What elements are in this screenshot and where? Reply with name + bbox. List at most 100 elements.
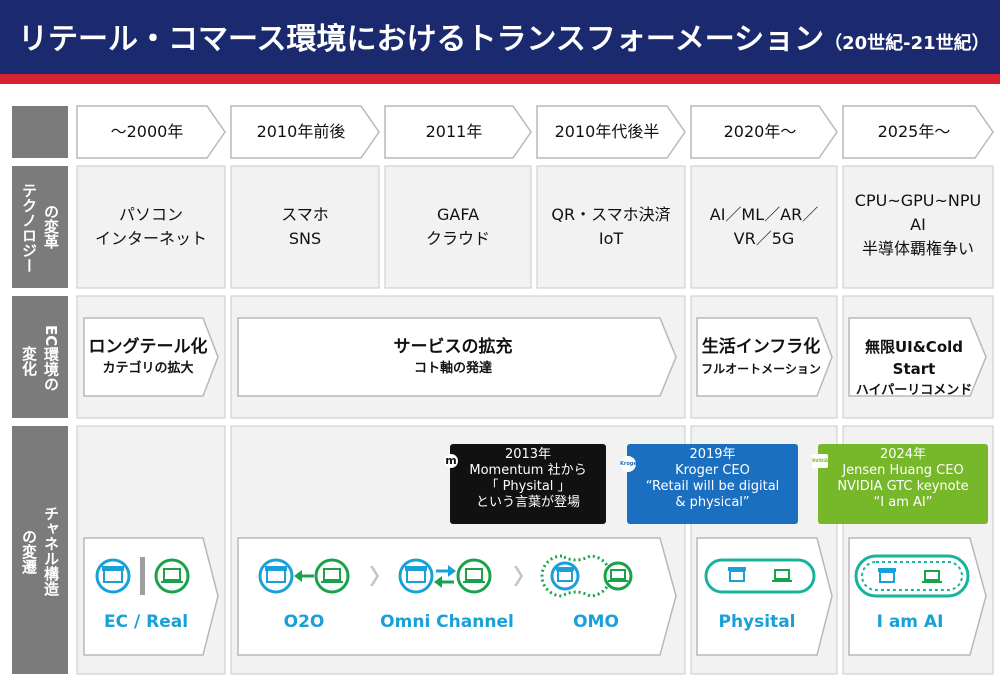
laptop-icon bbox=[924, 570, 940, 581]
period-chevron-6 bbox=[842, 105, 994, 159]
channel-physital: Physital bbox=[718, 612, 796, 632]
tech-1: パソコン インターネット bbox=[77, 203, 225, 251]
callout-kroger-line-1: 2019年 bbox=[689, 447, 736, 462]
row-label-ec-a: EC環境の bbox=[42, 324, 60, 392]
period-chevron-2 bbox=[230, 105, 380, 159]
tech-cell-4 bbox=[536, 165, 686, 289]
ec-arrow-1 bbox=[83, 317, 219, 397]
laptop-icon bbox=[774, 569, 790, 580]
store-icon bbox=[550, 561, 580, 591]
callout-nvidia-line-2: Jensen Huang CEO bbox=[842, 463, 964, 478]
row-label-ec-b: 変化 bbox=[20, 346, 38, 376]
tech-cell-5 bbox=[690, 165, 838, 289]
period-chevron-3 bbox=[384, 105, 532, 159]
callout-nvidia-line-3: NVIDIA GTC keynote bbox=[837, 479, 969, 494]
ec-change-3-main: 生活インフラ化 bbox=[701, 337, 821, 357]
tech-2: スマホ SNS bbox=[231, 203, 379, 251]
callout-momentum: m 2013年 Momentum 社から 「 Physital 」 という言葉が… bbox=[444, 444, 606, 524]
period-2: 2010年前後 bbox=[256, 122, 346, 141]
ec-real-icons bbox=[95, 557, 190, 595]
tech-5: AI／ML／AR／ VR／5G bbox=[691, 203, 837, 251]
tech-cell-3 bbox=[384, 165, 532, 289]
ec-change-4-main: 無限UI&Cold Start bbox=[864, 338, 964, 378]
kroger-logo: Kroger bbox=[620, 456, 636, 472]
callout-kroger-line-4: & physical” bbox=[675, 495, 750, 510]
stage-chevron-2 bbox=[514, 566, 523, 586]
title-stripe bbox=[0, 74, 1000, 84]
laptop-icon bbox=[603, 561, 633, 591]
ch-arrow-2 bbox=[237, 537, 677, 656]
page-title: リテール・コマース環境におけるトランスフォーメーション（20世紀-21世紀） bbox=[18, 14, 990, 58]
tech-6-line-3: 半導体覇権争い bbox=[861, 239, 974, 258]
period-3: 2011年 bbox=[425, 122, 483, 141]
tech-3: GAFA クラウド bbox=[385, 203, 531, 251]
title-main: リテール・コマース環境におけるトランスフォーメーション bbox=[18, 22, 825, 57]
tech-4: QR・スマホ決済 IoT bbox=[537, 203, 685, 251]
ec-change-1-main: ロングテール化 bbox=[88, 337, 208, 357]
channel-omo: OMO bbox=[573, 612, 619, 632]
callout-nvidia-line-4: “I am AI” bbox=[873, 495, 933, 510]
tech-cells bbox=[76, 165, 994, 289]
tech-5-line-2: VR／5G bbox=[733, 229, 795, 248]
laptop-icon bbox=[314, 558, 350, 594]
nvidia-logo: NVIDIA bbox=[812, 454, 828, 468]
title-bar: リテール・コマース環境におけるトランスフォーメーション（20世紀-21世紀） bbox=[0, 0, 1000, 74]
row-label-ec: EC環境の 変化 bbox=[12, 296, 68, 418]
period-4: 2010年代後半 bbox=[554, 122, 660, 141]
channel-i-am-ai: I am AI bbox=[876, 612, 944, 632]
row-label-channel: チャネル構造 の変遷 bbox=[12, 426, 68, 674]
row-label-ch-a: チャネル構造 bbox=[42, 506, 60, 596]
o2o-icons bbox=[258, 558, 350, 594]
callout-kroger-line-2: Kroger CEO bbox=[675, 463, 750, 478]
title-subtitle: （20世紀-21世紀） bbox=[824, 33, 990, 54]
ec-change-3-sub: フルオートメーション bbox=[701, 362, 821, 376]
period-chevron-4 bbox=[536, 105, 686, 159]
tech-1-line-2: インターネット bbox=[94, 229, 207, 248]
row-label-tech-b: の変革 bbox=[42, 203, 60, 249]
period-chevron-1 bbox=[76, 105, 226, 159]
i-am-ai-icons bbox=[854, 554, 970, 598]
ec-change-1-sub: カテゴリの拡大 bbox=[102, 361, 194, 376]
ec-arrows bbox=[83, 317, 987, 397]
tech-1-line-1: パソコン bbox=[118, 205, 183, 224]
channel-omni: Omni Channel bbox=[380, 612, 514, 632]
ch-arrow-1 bbox=[83, 537, 219, 656]
callout-momentum-line-3: 「 Physital 」 bbox=[485, 479, 571, 494]
row-label-ch-b: の変遷 bbox=[20, 528, 38, 574]
tech-6: CPU~GPU~NPU AI 半導体覇権争い bbox=[843, 189, 993, 261]
callout-kroger-line-3: “Retail will be digital bbox=[645, 479, 780, 494]
callout-kroger: Kroger 2019年 Kroger CEO “Retail will be … bbox=[620, 444, 798, 524]
period-chevrons bbox=[76, 105, 994, 159]
tech-6-line-1: CPU~GPU~NPU bbox=[854, 191, 982, 210]
momentum-logo: m bbox=[444, 454, 458, 468]
ec-arrow-2 bbox=[237, 317, 677, 397]
laptop-icon bbox=[154, 558, 190, 594]
period-5: 2020年～ bbox=[723, 122, 797, 141]
period-1: ～2000年 bbox=[110, 122, 184, 141]
channel-ec-real: EC / Real bbox=[103, 612, 189, 632]
row-label-tech: テクノロジー の変革 bbox=[12, 166, 68, 288]
stage-chevron-1 bbox=[370, 566, 379, 586]
ec-change-4: 無限UI&Cold Start ハイパーリコメンド bbox=[845, 336, 983, 402]
callout-momentum-line-1: 2013年 bbox=[504, 447, 552, 462]
callout-momentum-line-2: Momentum 社から bbox=[469, 463, 587, 478]
laptop-icon bbox=[456, 558, 492, 594]
ec-change-2-sub: コト軸の発達 bbox=[413, 361, 492, 376]
omni-icons bbox=[398, 558, 492, 594]
callout-nvidia-line-1: 2024年 bbox=[879, 447, 927, 462]
ec-change-2: サービスの拡充 コト軸の発達 bbox=[238, 336, 668, 380]
callout-momentum-line-4: という言葉が登場 bbox=[475, 495, 580, 510]
ec-change-1: ロングテール化 カテゴリの拡大 bbox=[80, 336, 216, 380]
store-icon bbox=[398, 558, 434, 594]
tech-3-line-1: GAFA bbox=[436, 205, 480, 224]
ec-arrow-4 bbox=[848, 317, 987, 397]
divider bbox=[140, 557, 145, 595]
ec-change-3: 生活インフラ化 フルオートメーション bbox=[693, 336, 829, 380]
tech-2-line-2: SNS bbox=[288, 229, 322, 248]
tech-cell-2 bbox=[230, 165, 380, 289]
ec-arrow-3 bbox=[696, 317, 833, 397]
tech-5-line-1: AI／ML／AR／ bbox=[709, 205, 819, 224]
callout-nvidia: NVIDIA 2024年 Jensen Huang CEO NVIDIA GTC… bbox=[812, 444, 988, 524]
ch-arrow-3 bbox=[696, 537, 833, 656]
